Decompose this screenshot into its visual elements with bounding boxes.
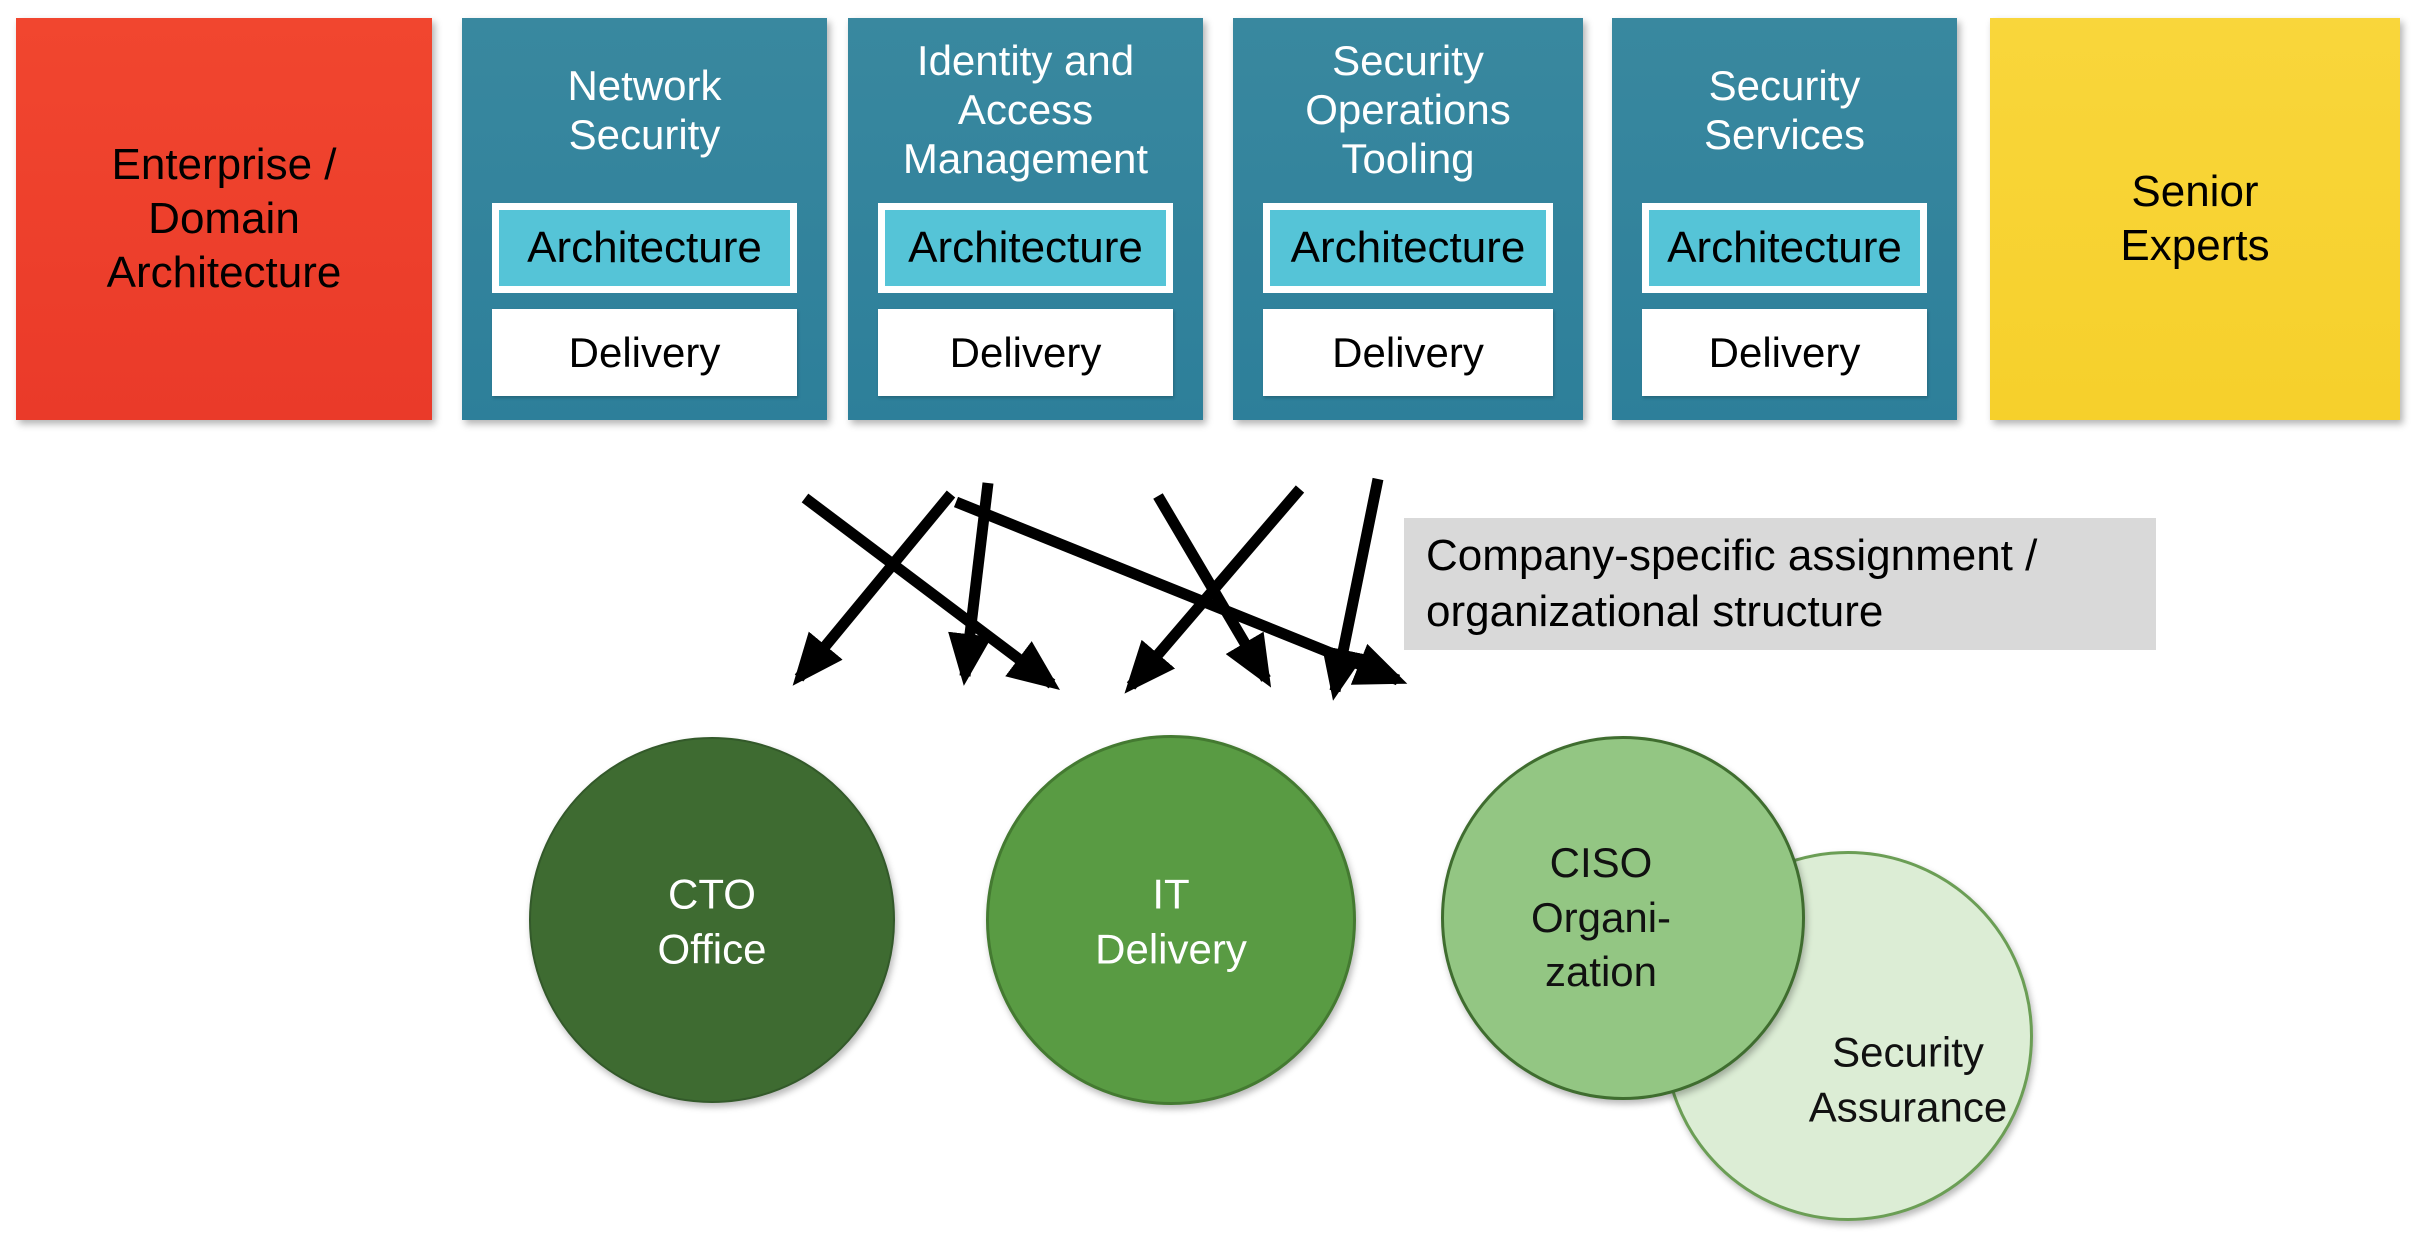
enterprise-domain-architecture-box: Enterprise / Domain Architecture xyxy=(16,18,432,420)
assignment-arrow xyxy=(948,482,994,686)
network-security-delivery-box: Delivery xyxy=(492,309,797,396)
architecture-label: Architecture xyxy=(527,223,762,272)
cto-office-circle xyxy=(529,737,895,1103)
it-delivery-circle xyxy=(986,735,1356,1105)
enterprise-domain-architecture-label: Enterprise / Domain Architecture xyxy=(106,140,342,297)
pillar-security-services-title: Security Services xyxy=(1703,61,1866,158)
architecture-label: Architecture xyxy=(1290,223,1526,272)
security-assurance-label: Security Assurance xyxy=(1808,1028,2008,1130)
pillar-network-security-title: Network Security xyxy=(567,61,722,158)
delivery-label: Delivery xyxy=(949,328,1102,376)
iam-delivery-box: Delivery xyxy=(878,309,1173,396)
assignment-arrow xyxy=(801,493,1060,691)
delivery-label: Delivery xyxy=(1708,328,1861,376)
assignment-arrow xyxy=(792,490,956,686)
network-security-architecture-box: Architecture xyxy=(492,203,797,293)
assignment-arrow xyxy=(1153,493,1272,688)
pillar-security-services: Security Services Architecture Delivery xyxy=(1612,18,1957,420)
delivery-label: Delivery xyxy=(1332,328,1484,376)
assignment-note: Company-specific assignment / organizati… xyxy=(1404,518,2156,650)
senior-experts-box: Senior Experts xyxy=(1990,18,2400,420)
it-delivery-label: IT Delivery xyxy=(1095,870,1247,972)
assignment-arrow xyxy=(1321,477,1384,701)
security-services-delivery-box: Delivery xyxy=(1642,309,1927,396)
delivery-label: Delivery xyxy=(568,328,721,376)
assignment-arrow xyxy=(1124,485,1305,694)
assignment-arrow xyxy=(953,496,1408,686)
cto-office-label: CTO Office xyxy=(657,870,767,972)
sot-delivery-box: Delivery xyxy=(1263,309,1553,396)
pillar-iam-title: Identity and Access Management xyxy=(902,37,1149,182)
pillar-network-security: Network Security Architecture Delivery xyxy=(462,18,827,420)
pillar-sot-title: Security Operations Tooling xyxy=(1305,37,1511,182)
architecture-label: Architecture xyxy=(1667,223,1902,272)
ciso-organization-label: CISO Organi- zation xyxy=(1530,839,1672,996)
ciso-organization-circle xyxy=(1441,736,1805,1100)
iam-architecture-box: Architecture xyxy=(878,203,1173,293)
pillar-security-operations-tooling: Security Operations Tooling Architecture… xyxy=(1233,18,1583,420)
security-services-architecture-box: Architecture xyxy=(1642,203,1927,293)
pillar-identity-access-management: Identity and Access Management Architect… xyxy=(848,18,1203,420)
senior-experts-label: Senior Experts xyxy=(2120,167,2270,270)
architecture-label: Architecture xyxy=(908,223,1143,272)
sot-architecture-box: Architecture xyxy=(1263,203,1553,293)
assignment-note-text: Company-specific assignment / organizati… xyxy=(1426,531,2038,636)
